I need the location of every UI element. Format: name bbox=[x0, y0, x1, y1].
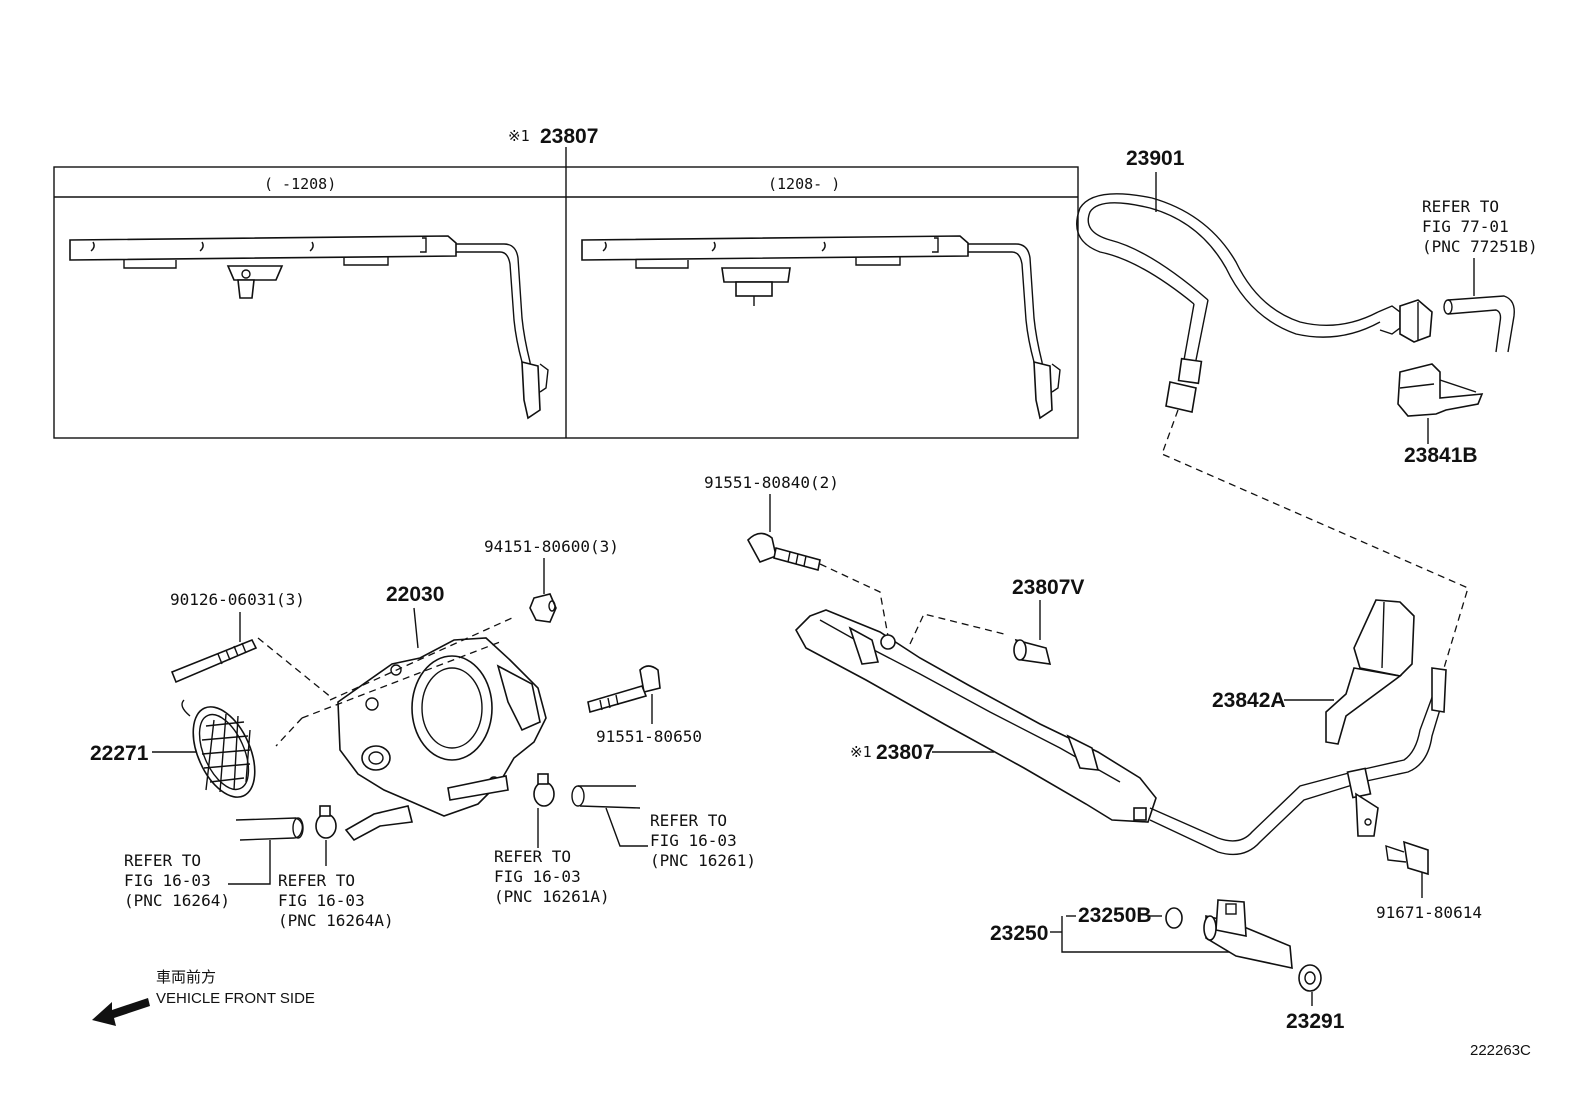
ref-16261A-line1: REFER TO bbox=[494, 847, 571, 866]
label-23841B: 23841B bbox=[1404, 444, 1478, 467]
fuel-hose-assembly: 23901 bbox=[1076, 147, 1433, 413]
ref-16261-line1: REFER TO bbox=[650, 811, 727, 830]
ref-16261-line3: (PNC 16261) bbox=[650, 851, 756, 870]
vehicle-front-direction: 車両前方 VEHICLE FRONT SIDE bbox=[92, 969, 315, 1026]
ref-77-01-line3: (PNC 77251B) bbox=[1422, 237, 1538, 256]
fuel-rail-late-variant bbox=[581, 235, 1061, 420]
ref-16264-line1: REFER TO bbox=[124, 851, 201, 870]
label-91671-80614: 91671-80614 bbox=[1376, 903, 1482, 922]
direction-jp: 車両前方 bbox=[156, 969, 216, 986]
ref-16261-line2: FIG 16-03 bbox=[650, 831, 737, 850]
nut-94151-80600: 94151-80600(3) bbox=[484, 537, 619, 623]
label-23291: 23291 bbox=[1286, 1010, 1345, 1033]
clamp-ref-16264A: REFER TO FIG 16-03 (PNC 16264A) bbox=[278, 805, 394, 930]
inset-left-period: ( -1208) bbox=[264, 175, 336, 193]
bolt-91551-80650: 91551-80650 bbox=[587, 665, 702, 746]
label-90126-06031: 90126-06031(3) bbox=[170, 590, 305, 609]
ref-16264A-line3: (PNC 16264A) bbox=[278, 911, 394, 930]
figure-code: 222263C bbox=[1470, 1042, 1531, 1059]
ref-16264-line2: FIG 16-03 bbox=[124, 871, 211, 890]
inset-title-number: 23807 bbox=[540, 125, 598, 148]
fuel-line-clamp-23841B: 23841B bbox=[1397, 363, 1484, 467]
hose-to-rail-dashed-line bbox=[1161, 409, 1469, 669]
insulator-23807V: 23807V bbox=[1012, 576, 1084, 665]
label-23807-mark: ※1 bbox=[850, 743, 872, 761]
ref-77-01-line2: FIG 77-01 bbox=[1422, 217, 1509, 236]
fuel-rail-23807: ※1 23807 bbox=[795, 609, 1447, 856]
label-23807V: 23807V bbox=[1012, 576, 1084, 599]
bolt-91671-80614: 91671-80614 bbox=[1376, 840, 1482, 922]
label-91551-80840: 91551-80840(2) bbox=[704, 473, 839, 492]
label-23901: 23901 bbox=[1126, 147, 1185, 170]
inset-variants-box: ※1 23807 ( -1208) (1208- ) bbox=[53, 125, 1079, 439]
gasket-22271: 22271 bbox=[90, 699, 256, 798]
label-22271: 22271 bbox=[90, 742, 149, 765]
label-23250: 23250 bbox=[990, 922, 1048, 945]
ref-16261A-line2: FIG 16-03 bbox=[494, 867, 581, 886]
seal-23291: 23291 bbox=[1286, 964, 1345, 1033]
ref-16264A-line2: FIG 16-03 bbox=[278, 891, 365, 910]
hose-ref-16264: REFER TO FIG 16-03 (PNC 16264) bbox=[124, 817, 304, 910]
label-22030: 22030 bbox=[386, 583, 444, 606]
ref-16264-line3: (PNC 16264) bbox=[124, 891, 230, 910]
front-arrow-icon bbox=[92, 998, 150, 1026]
label-23250B: 23250B bbox=[1078, 904, 1152, 927]
bolt-91551-80840: 91551-80840(2) bbox=[704, 473, 839, 571]
ref-16264A-line1: REFER TO bbox=[278, 871, 355, 890]
inset-right-period: (1208- ) bbox=[768, 175, 840, 193]
fuel-injector-23250: 23250 23250B bbox=[990, 899, 1293, 970]
stud-90126-06031: 90126-06031(3) bbox=[170, 590, 305, 684]
direction-en: VEHICLE FRONT SIDE bbox=[156, 990, 315, 1007]
ref-77-01-line1: REFER TO bbox=[1422, 197, 1499, 216]
throttle-body-22030: 22030 bbox=[337, 583, 547, 842]
reference-fig-77-01: REFER TO FIG 77-01 (PNC 77251B) bbox=[1422, 197, 1538, 353]
label-91551-80650: 91551-80650 bbox=[596, 727, 702, 746]
fuel-rail-early-variant bbox=[69, 235, 549, 420]
label-23842A: 23842A bbox=[1212, 689, 1286, 712]
label-94151-80600: 94151-80600(3) bbox=[484, 537, 619, 556]
inset-title-mark: ※1 bbox=[508, 127, 530, 145]
label-23807: 23807 bbox=[876, 741, 934, 764]
o-ring-23250B bbox=[1165, 907, 1183, 929]
ref-16261A-line3: (PNC 16261A) bbox=[494, 887, 610, 906]
clamp-23842A: 23842A bbox=[1212, 599, 1415, 745]
hose-ref-16261: REFER TO FIG 16-03 (PNC 16261) bbox=[571, 785, 756, 870]
clamp-ref-16261A: REFER TO FIG 16-03 (PNC 16261A) bbox=[494, 773, 610, 906]
